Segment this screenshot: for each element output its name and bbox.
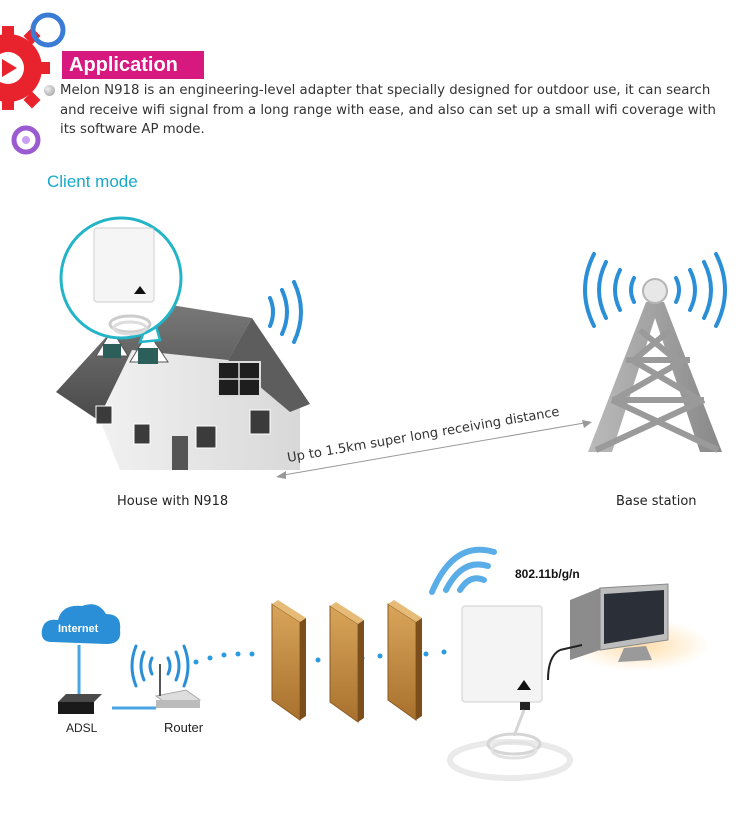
router-icon — [154, 664, 202, 708]
house-illustration — [56, 300, 310, 470]
station-caption: Base station — [616, 494, 697, 509]
brick-wall-3 — [387, 600, 422, 721]
router-label: Router — [164, 720, 204, 735]
router-wifi-icon — [130, 644, 190, 688]
n918-adapter — [447, 605, 573, 781]
wifi-standard-label: 802.11b/g/n — [515, 567, 580, 581]
distance-label: Up to 1.5km super long receiving distanc… — [286, 405, 560, 466]
computer-icon — [547, 583, 710, 681]
gear-logo-icon — [0, 12, 66, 155]
title-badge — [62, 51, 204, 79]
internet-label: Internet — [58, 623, 99, 635]
bullet-icon — [44, 85, 55, 96]
antenna-bubble — [59, 216, 183, 344]
tower-wifi-icon — [583, 252, 727, 328]
distance-arrow — [276, 420, 592, 479]
internet-cloud-icon: Internet — [41, 604, 121, 644]
brick-wall-1 — [271, 600, 306, 721]
brick-wall-2 — [329, 602, 364, 723]
adapter-wifi-icon — [429, 546, 497, 595]
section-title-client-mode: Client mode — [47, 172, 138, 191]
intro-text: Melon N918 is an engineering-level adapt… — [60, 83, 716, 137]
house-caption: House with N918 — [117, 494, 229, 509]
page-title: Application — [69, 54, 178, 76]
base-station-tower — [588, 278, 722, 453]
adsl-label: ADSL — [66, 721, 98, 735]
adsl-modem-icon — [58, 694, 102, 714]
house-wifi-icon — [268, 280, 303, 344]
